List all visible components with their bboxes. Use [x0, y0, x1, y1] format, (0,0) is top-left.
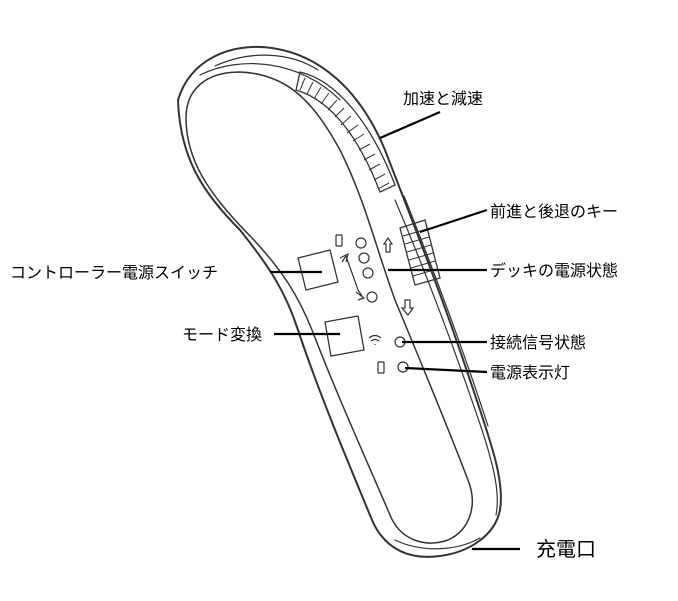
led-2: [358, 252, 370, 264]
speed-wheel-ridges: [299, 77, 390, 190]
body-face-inner: [185, 71, 473, 544]
label-deck-power-status: デッキの電源状態: [490, 261, 618, 280]
mode-change-button: [324, 315, 365, 357]
led-4: [366, 291, 378, 303]
body-side-edge-1: [199, 62, 341, 101]
wifi-icon: [368, 334, 382, 345]
label-forward-backward-key: 前進と後退のキー: [490, 202, 618, 221]
battery-icon-bottom: [377, 361, 385, 374]
label-mode-change: モード変換: [182, 325, 262, 344]
controller-power-switch: [297, 249, 339, 291]
led-1: [355, 237, 367, 249]
led-3: [362, 267, 374, 279]
leader-accel: [379, 110, 441, 140]
battery-icon-top: [335, 234, 343, 247]
body-bottom-edge: [394, 537, 481, 550]
up-arrow-icon: [382, 236, 394, 253]
bracket-line: [341, 254, 363, 297]
status-leds: [368, 334, 409, 374]
label-power-indicator: 電源表示灯: [490, 363, 570, 382]
power-switch-square: [297, 249, 339, 291]
power-led: [397, 361, 409, 373]
speed-wheel-outline: [295, 71, 396, 193]
controller-body: [177, 45, 502, 558]
leader-power-indicator: [404, 366, 488, 374]
speed-wheel: [295, 71, 396, 193]
mode-button-square: [324, 315, 365, 357]
leader-lines: [270, 110, 520, 551]
switch-bracket: [339, 252, 366, 301]
down-arrow-icon: [400, 299, 415, 316]
bracket-arrow-bottom: [355, 291, 366, 301]
deck-power-leds: [335, 234, 415, 316]
label-connection-signal-status: 接続信号状態: [490, 333, 586, 352]
label-accel-decel: 加速と減速: [403, 89, 483, 108]
bracket-arrow-top: [339, 252, 349, 263]
body-side-edge-2: [394, 199, 498, 516]
forward-backward-key: [399, 219, 441, 286]
body-outline-outer: [177, 45, 502, 558]
label-charging-port: 充電口: [536, 537, 596, 561]
body-top-ridge: [214, 54, 319, 71]
side-key-ridges: [402, 228, 438, 277]
leader-forward-backward: [419, 208, 488, 234]
label-controller-power-switch: コントローラー電源スイッチ: [10, 263, 218, 282]
side-key-outline: [399, 219, 441, 286]
